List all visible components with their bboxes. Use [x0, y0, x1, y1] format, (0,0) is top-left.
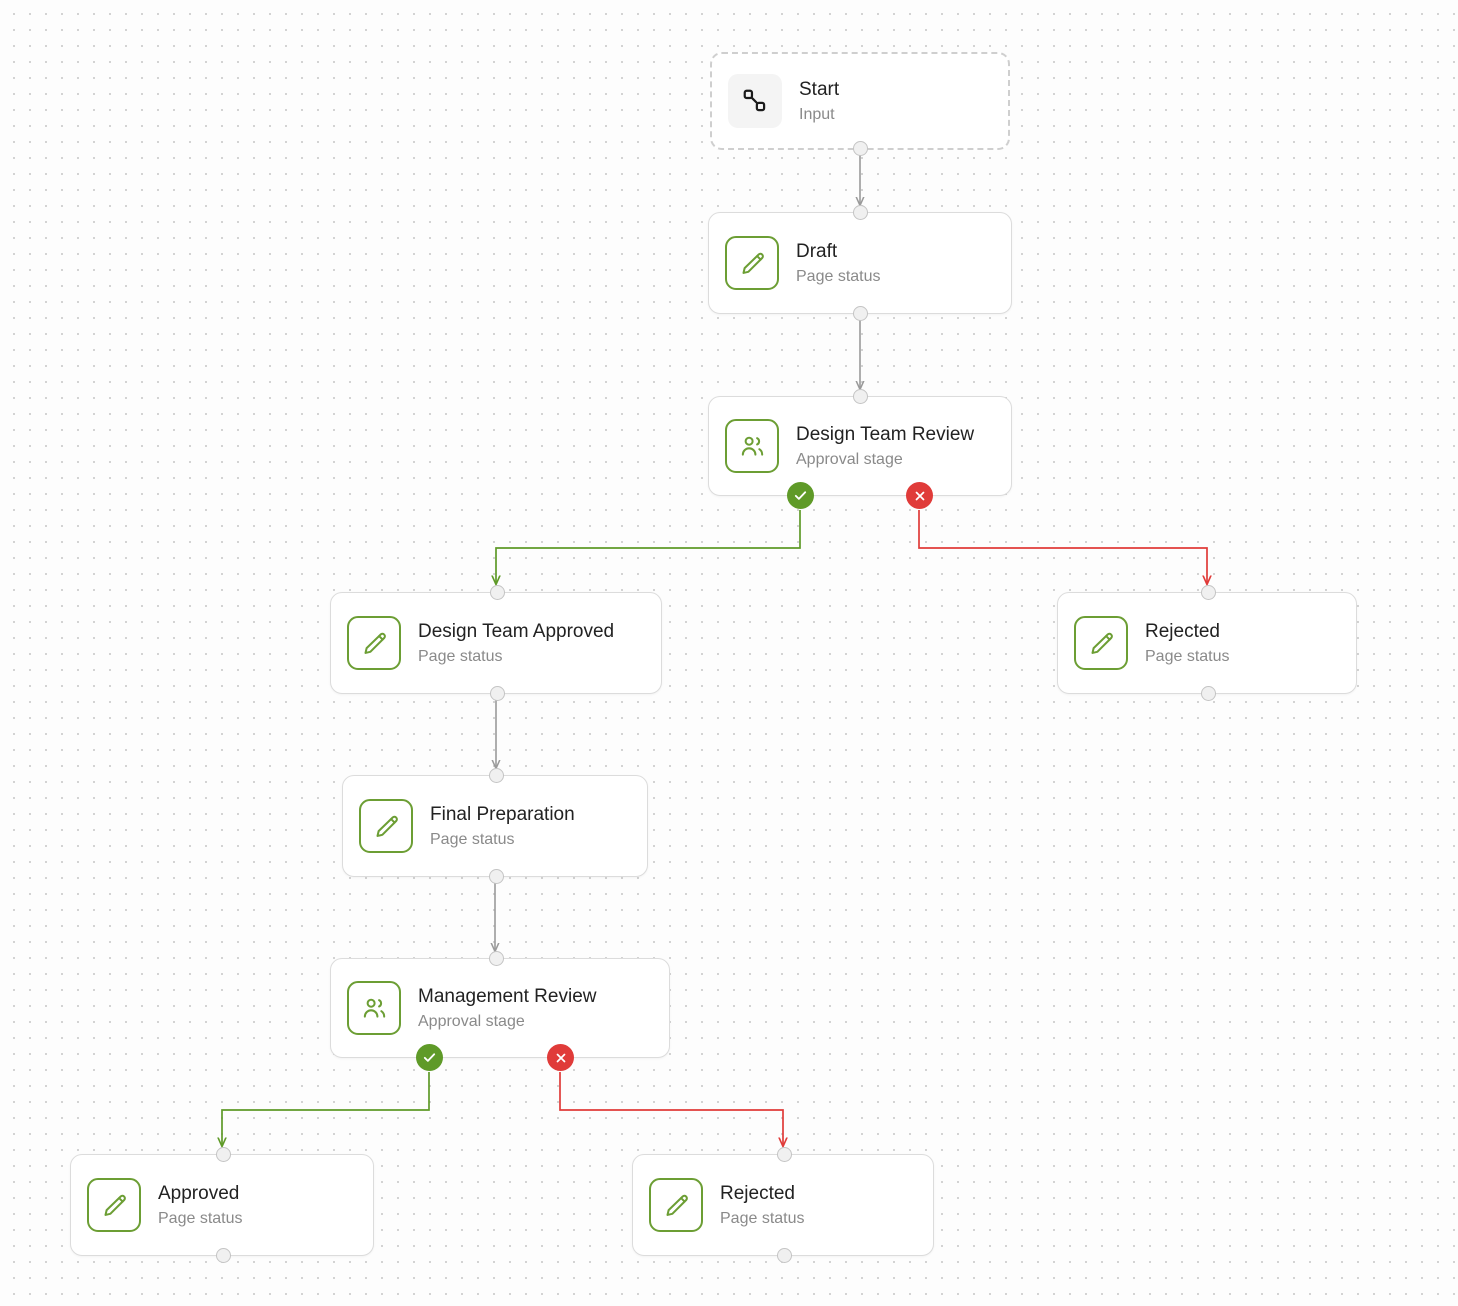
handle-bottom[interactable]: [1200, 686, 1216, 701]
handle-bottom[interactable]: [488, 869, 504, 884]
node-text-block: Start Input: [799, 77, 839, 126]
edge-management-approve: [222, 1072, 430, 1146]
reject-badge[interactable]: [906, 482, 933, 509]
node-design-team-review[interactable]: Design Team Review Approval stage: [708, 389, 1012, 509]
pencil-icon: [347, 616, 401, 670]
node-text-block: Design Team Review Approval stage: [796, 422, 974, 471]
node-subtitle: Input: [799, 105, 835, 123]
node-draft[interactable]: Draft Page status: [708, 205, 1012, 321]
pencil-icon: [87, 1178, 141, 1232]
node-text-block: Rejected Page status: [720, 1181, 805, 1230]
node-subtitle: Page status: [796, 267, 881, 285]
node-text-block: Rejected Page status: [1145, 619, 1230, 668]
handle-top[interactable]: [489, 585, 505, 600]
node-title: Rejected: [1145, 620, 1220, 642]
node-start[interactable]: Start Input: [710, 52, 1010, 156]
handle-top[interactable]: [488, 768, 504, 783]
close-icon: [556, 1053, 565, 1062]
reject-badge[interactable]: [547, 1044, 574, 1071]
handle-top[interactable]: [215, 1147, 231, 1162]
handle-bottom[interactable]: [776, 1248, 792, 1263]
node-subtitle: Page status: [418, 647, 503, 665]
handle-top[interactable]: [852, 205, 868, 220]
node-text-block: Approved Page status: [158, 1181, 243, 1230]
check-icon: [794, 491, 807, 500]
handle-top[interactable]: [852, 389, 868, 404]
people-icon: [725, 419, 779, 473]
node-title: Management Review: [418, 985, 597, 1007]
pencil-icon: [359, 799, 413, 853]
approve-badge[interactable]: [416, 1044, 443, 1071]
node-rejected-design[interactable]: Rejected Page status: [1057, 585, 1357, 701]
handle-bottom[interactable]: [852, 306, 868, 321]
pencil-icon: [725, 236, 779, 290]
approve-badge[interactable]: [787, 482, 814, 509]
edge-management-reject: [559, 1072, 783, 1146]
node-title: Design Team Approved: [418, 620, 615, 642]
node-title: Approved: [158, 1182, 240, 1204]
check-icon: [423, 1053, 436, 1062]
node-text-block: Final Preparation Page status: [430, 802, 575, 851]
node-design-team-approved[interactable]: Design Team Approved Page status: [330, 585, 662, 701]
node-subtitle: Approval stage: [418, 1012, 525, 1030]
node-title: Rejected: [720, 1182, 795, 1204]
node-text-block: Draft Page status: [796, 239, 881, 288]
close-icon: [915, 491, 924, 500]
node-rejected-management[interactable]: Rejected Page status: [632, 1147, 934, 1263]
edge-review-approve: [496, 510, 801, 584]
node-text-block: Design Team Approved Page status: [418, 619, 614, 668]
pencil-icon: [1074, 616, 1128, 670]
handle-bottom[interactable]: [852, 141, 868, 156]
people-icon: [347, 981, 401, 1035]
node-title: Start: [799, 78, 840, 100]
node-subtitle: Approval stage: [796, 450, 903, 468]
flow-branch-icon: [728, 74, 782, 128]
node-title: Final Preparation: [430, 803, 575, 825]
node-approved[interactable]: Approved Page status: [70, 1147, 374, 1263]
node-title: Draft: [796, 240, 838, 262]
handle-bottom[interactable]: [215, 1248, 231, 1263]
node-subtitle: Page status: [430, 830, 515, 848]
node-subtitle: Page status: [1145, 647, 1230, 665]
node-text-block: Management Review Approval stage: [418, 984, 596, 1033]
node-subtitle: Page status: [720, 1209, 805, 1227]
node-management-review[interactable]: Management Review Approval stage: [330, 951, 670, 1071]
edge-review-reject: [918, 510, 1207, 584]
pencil-icon: [649, 1178, 703, 1232]
node-title: Design Team Review: [796, 423, 975, 445]
handle-bottom[interactable]: [489, 686, 505, 701]
node-subtitle: Page status: [158, 1209, 243, 1227]
handle-top[interactable]: [776, 1147, 792, 1162]
handle-top[interactable]: [1200, 585, 1216, 600]
handle-top[interactable]: [488, 951, 504, 966]
node-final-preparation[interactable]: Final Preparation Page status: [342, 768, 648, 884]
